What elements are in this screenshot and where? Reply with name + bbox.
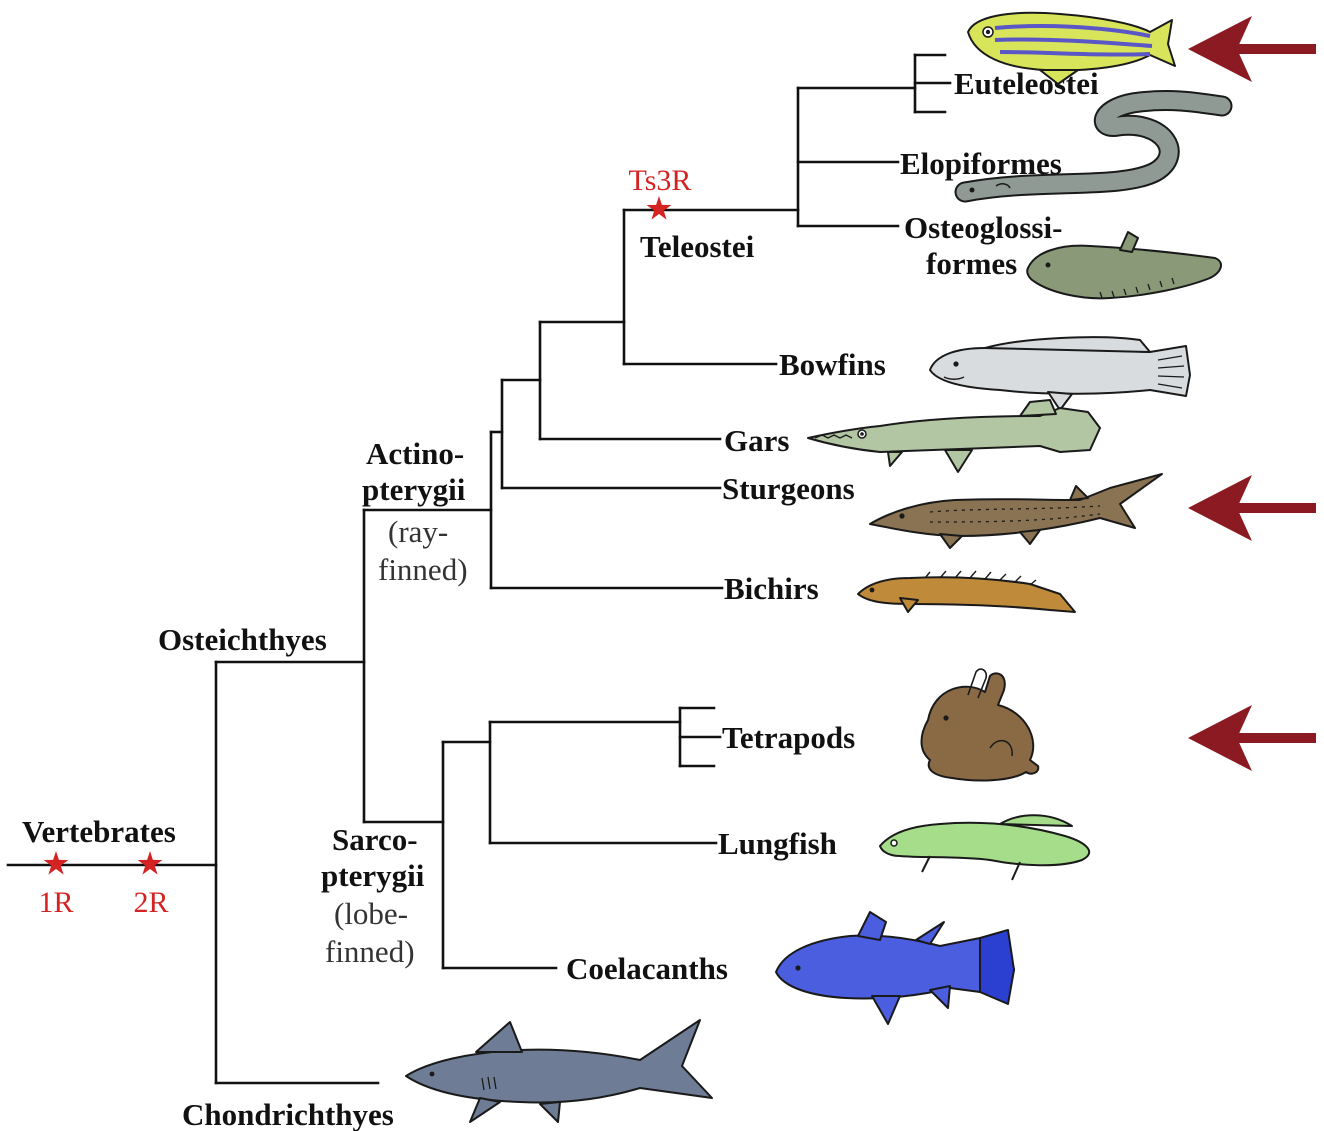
shark-icon	[406, 1020, 712, 1122]
label-sarco-line4: finned)	[325, 934, 415, 969]
label-osteoglossiformes-line2: formes	[926, 246, 1017, 281]
label-1r: 1R	[38, 886, 73, 919]
arrow-tetrapods-icon	[1188, 705, 1316, 771]
highlight-arrows	[1188, 16, 1316, 771]
label-sarco-line2: pterygii	[321, 858, 425, 893]
star-ts3r-icon	[647, 196, 672, 220]
label-bowfins: Bowfins	[779, 347, 886, 382]
label-ts3r: Ts3R	[629, 164, 692, 197]
label-actino-line1: Actino-	[366, 436, 464, 471]
label-sarco-line3: (lobe-	[334, 896, 408, 931]
star-2r-icon	[138, 851, 163, 875]
lungfish-icon	[880, 815, 1089, 880]
label-actino-line4: finned)	[378, 552, 468, 587]
label-coelacanths: Coelacanths	[566, 951, 728, 986]
label-bichirs: Bichirs	[724, 571, 819, 606]
coelacanth-icon	[776, 912, 1014, 1024]
label-2r: 2R	[133, 886, 168, 919]
star-1r-icon	[44, 851, 69, 875]
label-sarco-line1: Sarco-	[332, 822, 418, 857]
bichir-icon	[858, 571, 1075, 612]
label-sturgeons: Sturgeons	[722, 471, 855, 506]
label-teleostei: Teleostei	[640, 229, 755, 264]
bowfin-icon	[930, 337, 1190, 410]
label-lungfish: Lungfish	[718, 826, 837, 861]
label-actino-line3: (ray-	[388, 514, 448, 549]
tree-branches	[8, 55, 950, 1083]
label-osteichthyes: Osteichthyes	[158, 622, 327, 657]
label-tetrapods: Tetrapods	[722, 720, 855, 755]
label-chondrichthyes: Chondrichthyes	[182, 1097, 394, 1131]
label-gars: Gars	[724, 423, 789, 458]
label-actino-line2: pterygii	[362, 472, 466, 507]
label-osteoglossiformes-line1: Osteoglossi-	[904, 210, 1062, 245]
arrow-euteleostei-icon	[1188, 16, 1316, 82]
arrow-sturgeons-icon	[1188, 475, 1316, 541]
sturgeon-icon	[870, 474, 1162, 548]
gar-icon	[808, 400, 1100, 472]
rabbit-icon	[922, 669, 1039, 780]
label-vertebrates: Vertebrates	[22, 814, 176, 849]
